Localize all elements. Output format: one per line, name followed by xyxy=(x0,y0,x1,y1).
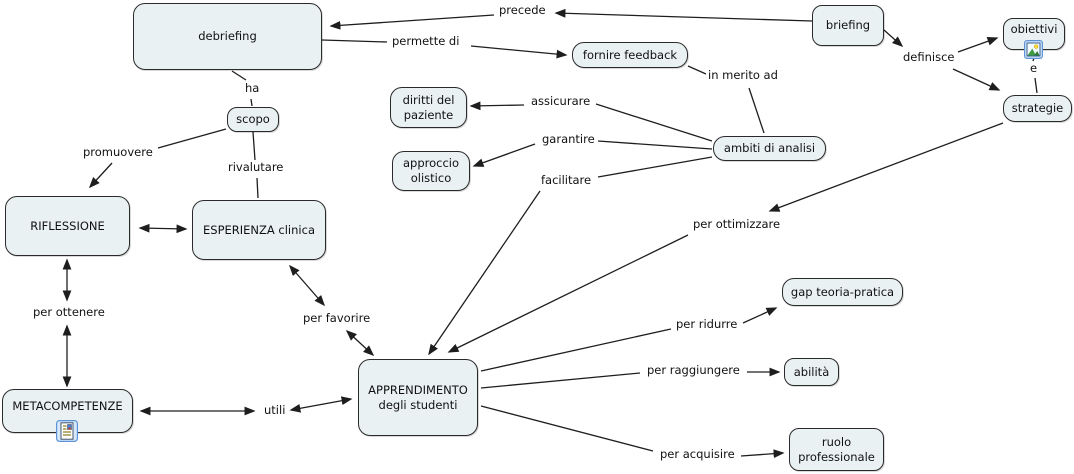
link-garantire-approccio xyxy=(472,143,536,167)
link-apprendimento-perraggiungere xyxy=(480,372,641,389)
link-perottimizzare-apprendimento xyxy=(447,234,689,353)
node-approccio-olistico[interactable]: approccio olistico xyxy=(392,151,470,191)
link-label-facilitare[interactable]: facilitare xyxy=(539,173,594,188)
link-label-per-favorire[interactable]: per favorire xyxy=(301,311,373,326)
link-label-e[interactable]: e xyxy=(1028,61,1040,76)
link-label-per-ridurre[interactable]: per ridurre xyxy=(674,317,740,332)
node-esperienza-clinica[interactable]: ESPERIENZA clinica xyxy=(192,200,326,260)
link-briefing-precede xyxy=(554,8,813,22)
link-perridurre-gap xyxy=(742,307,778,324)
link-debriefing-permettedi xyxy=(321,39,388,43)
link-scopo-rivalutare xyxy=(252,131,256,161)
link-label-per-raggiungere[interactable]: per raggiungere xyxy=(645,363,742,378)
link-ambiti-assicurare xyxy=(595,103,713,142)
node-debriefing[interactable]: debriefing xyxy=(133,3,322,70)
link-ambiti-garantire xyxy=(597,140,713,150)
node-ruolo-professionale[interactable]: ruolo professionale xyxy=(789,428,884,471)
link-esperienza-perfavorire xyxy=(288,264,326,307)
link-label-per-ottimizzare[interactable]: per ottimizzare xyxy=(691,217,783,232)
link-ha-scopo xyxy=(250,98,253,107)
link-apprendimento-peracquisire xyxy=(480,405,654,452)
link-precede-debriefing xyxy=(329,14,495,30)
link-permettedi-fornire xyxy=(470,45,568,59)
link-e-strategie xyxy=(1034,77,1038,94)
link-inmerito-ambiti xyxy=(748,87,765,134)
link-label-assicurare[interactable]: assicurare xyxy=(529,94,593,109)
document-attachment-icon[interactable] xyxy=(56,420,78,442)
node-briefing[interactable]: briefing xyxy=(812,5,884,46)
link-fornire-inmerito xyxy=(687,65,707,75)
link-briefing-definisce xyxy=(883,29,904,48)
link-utili-apprendimento xyxy=(289,396,353,413)
link-facilitare-apprendimento xyxy=(428,190,541,356)
link-label-permette-di[interactable]: permette di xyxy=(390,34,462,49)
link-rivalutare-esperienza xyxy=(256,177,259,199)
node-gap-teoria-pratica[interactable]: gap teoria-pratica xyxy=(782,278,903,306)
node-riflessione[interactable]: RIFLESSIONE xyxy=(5,196,130,256)
node-strategie[interactable]: strategie xyxy=(1003,95,1072,122)
node-diritti-del-paziente[interactable]: diritti del paziente xyxy=(390,87,467,128)
link-label-promuovere[interactable]: promuovere xyxy=(81,145,155,160)
node-fornire-feedback[interactable]: fornire feedback xyxy=(572,42,688,68)
link-definisce-obiettivi xyxy=(957,37,999,53)
node-abilita[interactable]: abilità xyxy=(784,358,839,386)
link-label-precede[interactable]: precede xyxy=(497,3,548,18)
link-promuovere-riflessione xyxy=(88,162,113,189)
link-label-per-ottenere[interactable]: per ottenere xyxy=(31,305,107,320)
link-peracquisire-ruolo xyxy=(740,449,785,459)
link-scopo-promuovere xyxy=(157,128,227,149)
link-label-per-acquisire[interactable]: per acquisire xyxy=(658,447,737,462)
node-scopo[interactable]: scopo xyxy=(227,107,279,132)
link-label-in-merito-ad[interactable]: in merito ad xyxy=(706,68,780,83)
link-label-rivalutare[interactable]: rivalutare xyxy=(226,160,286,175)
link-assicurare-diritti xyxy=(469,101,525,111)
link-perfavorire-apprendimento xyxy=(345,329,375,357)
link-label-ha[interactable]: ha xyxy=(243,81,262,96)
link-apprendimento-perridurre xyxy=(480,328,672,372)
link-riflessione-esperienza xyxy=(138,223,188,234)
node-apprendimento-degli-studenti[interactable]: APPRENDIMENTO degli studenti xyxy=(358,359,478,436)
link-label-definisce[interactable]: definisce xyxy=(901,50,957,65)
link-ambiti-facilitare xyxy=(597,156,713,178)
link-definisce-strategie xyxy=(952,68,1001,91)
node-ambiti-di-analisi[interactable]: ambiti di analisi xyxy=(713,136,826,161)
image-attachment-icon[interactable] xyxy=(1024,40,1043,59)
link-debriefing-ha xyxy=(231,70,247,81)
link-strategie-perottimizzare xyxy=(768,122,1004,212)
link-label-utili[interactable]: utili xyxy=(262,403,288,418)
link-label-garantire[interactable]: garantire xyxy=(540,132,597,147)
